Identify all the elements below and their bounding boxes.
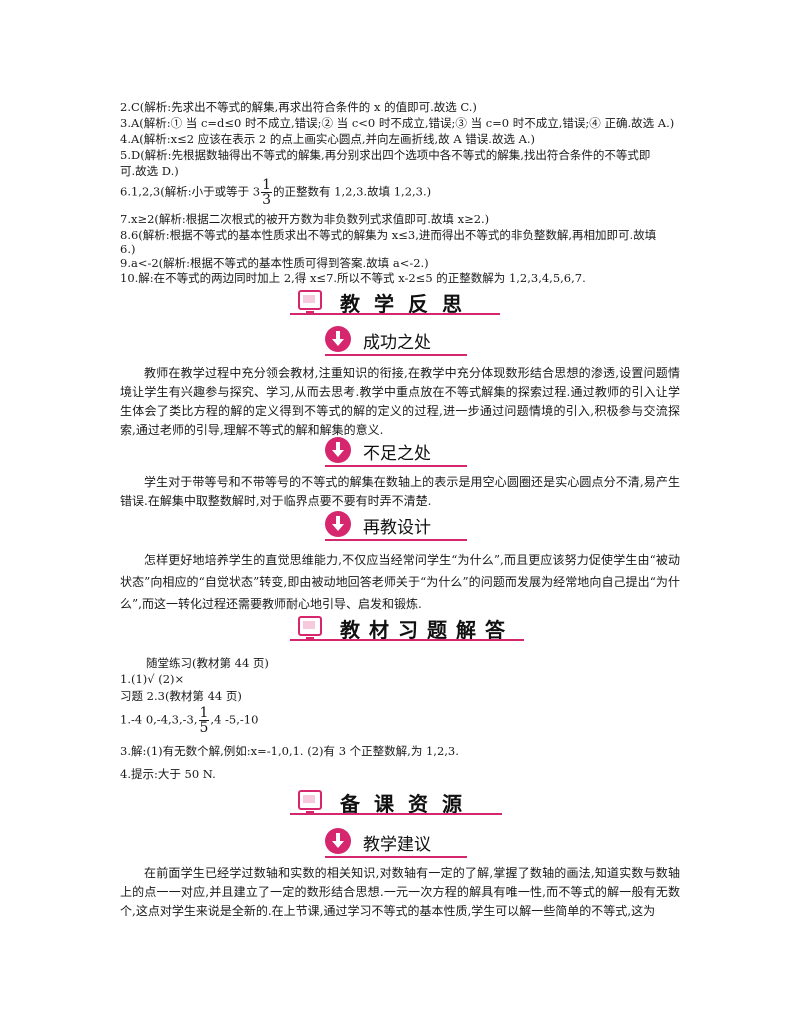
subheading-title: 教学建议 [363, 835, 431, 855]
answer-8-line2: 6.) [120, 242, 136, 256]
problems-title: 习题 2.3(教材第 44 页) [120, 689, 242, 703]
subheading-underline [325, 856, 467, 858]
fraction-numerator: 1 [261, 177, 272, 193]
monitor-icon [298, 790, 322, 815]
banner-underline [290, 639, 524, 641]
practice-title: 随堂练习(教材第 44 页) [146, 656, 269, 670]
problem-3: 3.解:(1)有无数个解,例如:x=-1,0,1. (2)有 3 个正整数解,为… [120, 744, 459, 758]
subheading-underline [325, 539, 467, 541]
subheading-title: 成功之处 [363, 333, 431, 353]
paragraph-shortcoming: 学生对于带等号和不带等号的不等式的解集在数轴上的表示是用空心圆圈还是实心圆点分不… [120, 475, 680, 508]
answer-5-line1: 5.D(解析:先根据数轴得出不等式的解集,再分别求出四个选项中各不等式的解集,找… [120, 148, 651, 162]
banner-title: 教材习题解答 [340, 618, 514, 642]
answer-7: 7.x≥2(解析:根据二次根式的被开方数为非负数列式求值即可.故填 x≥2.) [120, 212, 490, 226]
practice-answer-1: 1.(1)√ (2)× [120, 672, 185, 686]
section-banner-resources: 备课资源 [290, 788, 502, 820]
down-arrow-circle-icon [325, 511, 351, 537]
paragraph-redesign: 怎样更好地培养学生的直觉思维能力,不仅应当经常问学生“为什么”,而且更应该努力促… [120, 553, 680, 611]
answer-6-pre: 6.1,2,3(解析:小于或等于 3 [120, 184, 261, 199]
section-banner-reflection: 教学反思 [290, 288, 500, 320]
banner-underline [290, 813, 502, 815]
fraction-numerator: 1 [198, 705, 210, 721]
banner-title: 教学反思 [340, 292, 476, 316]
paragraph-advice: 在前面学生已经学过数轴和实数的相关知识,对数轴有一定的了解,掌握了数轴的画法,知… [120, 866, 680, 918]
banner-title: 备课资源 [340, 792, 476, 816]
subheading-title: 不足之处 [363, 444, 431, 464]
answer-8-line1: 8.6(解析:根据不等式的基本性质求出不等式的解集为 x≤3,进而得出不等式的非… [120, 228, 657, 242]
answer-4: 4.A(解析:x≤2 应该在表示 2 的点上画实心圆点,并向左画折线,故 A 错… [120, 132, 536, 146]
down-arrow-circle-icon [325, 437, 351, 463]
answer-2: 2.C(解析:先求出不等式的解集,再求出符合条件的 x 的值即可.故选 C.) [120, 100, 477, 114]
down-arrow-circle-icon [325, 828, 351, 854]
answer-6-post: 的正整数有 1,2,3.故填 1,2,3.) [273, 184, 432, 199]
fraction-denominator: 5 [199, 720, 209, 736]
subheading-underline [325, 465, 467, 467]
section-banner-exercises: 教材习题解答 [290, 614, 524, 646]
monitor-icon [298, 290, 322, 315]
problem-1-post: ,4 -5,-10 [210, 712, 259, 727]
problem-1-pre: 1.-4 0,-4,3,-3, [120, 712, 198, 727]
fraction-denominator: 3 [262, 192, 271, 208]
answer-10: 10.解:在不等式的两边同时加上 2,得 x≤7.所以不等式 x-2≤5 的正整… [120, 271, 586, 285]
answer-9: 9.a<-2(解析:根据不等式的基本性质可得到答案.故填 a<-2.) [120, 256, 429, 270]
monitor-icon [298, 616, 322, 641]
problem-4: 4.提示:大于 50 N. [120, 767, 216, 781]
paragraph-success: 教师在教学过程中充分领会教材,注重知识的衔接,在教学中充分体现数形结合思想的渗透… [120, 366, 680, 437]
down-arrow-circle-icon [325, 326, 351, 352]
answer-3: 3.A(解析:① 当 c=d≤0 时不成立,错误;② 当 c<0 时不成立,错误… [120, 116, 675, 130]
banner-underline [290, 313, 500, 315]
subheading-underline [325, 354, 467, 356]
subheading-title: 再教设计 [363, 518, 431, 538]
answer-5-line2: 可.故选 D.) [120, 164, 179, 178]
